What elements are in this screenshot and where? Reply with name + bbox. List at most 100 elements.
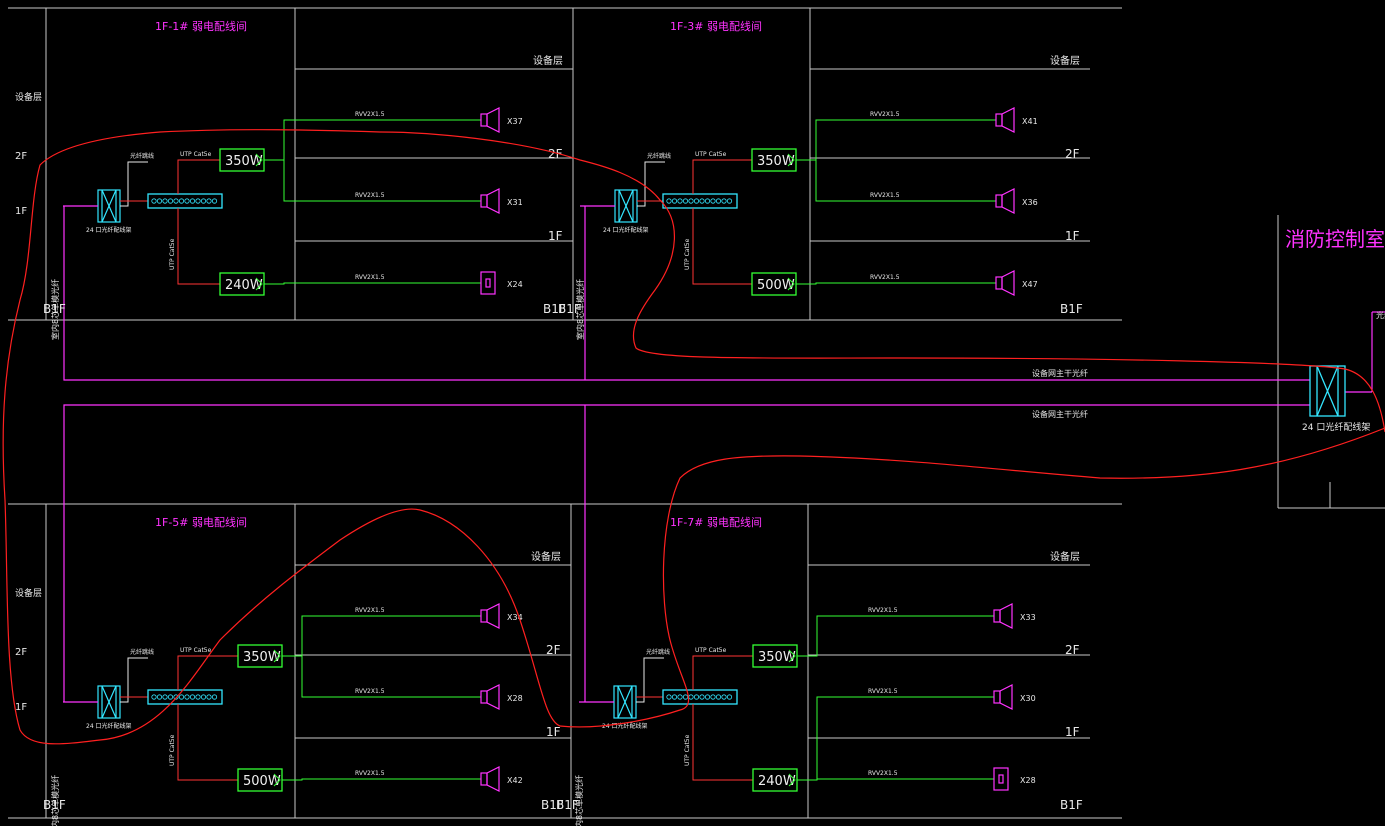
utp-label-vertical: UTP Cat5e [684, 734, 691, 766]
speaker-cable [797, 615, 994, 657]
utp-label: UTP Cat5e [180, 647, 212, 654]
backbone-fiber [63, 206, 1385, 702]
amplifier-label: 350W [758, 650, 796, 665]
left-floor-1f: 1F [15, 702, 27, 713]
switch-icon [662, 193, 738, 209]
speaker-cable [264, 159, 481, 202]
odf-icon [614, 189, 638, 223]
backbone-lower-label: 设备网主干光纤 [1032, 409, 1088, 419]
speaker-id: X36 [1022, 198, 1038, 207]
cable-label: RVV2X1.5 [870, 192, 900, 199]
patch-cord [636, 657, 664, 703]
utp-to-amp-2 [177, 704, 238, 781]
fire-control-edge-label: 光纤 [1376, 310, 1385, 320]
fire-control-title: 消防控制室 [1285, 227, 1385, 251]
patch-label: 光纤跳线 [646, 648, 670, 656]
odf-icon [97, 189, 121, 223]
cable-label: RVV2X1.5 [868, 770, 898, 777]
riser-fiber-label: 室内8芯单模光纤 [50, 775, 60, 826]
switch-icon [147, 193, 223, 209]
riser-fiber-label: 室内8芯单模光纤 [574, 775, 584, 826]
utp-label-vertical: UTP Cat5e [684, 238, 691, 270]
speaker-id: X31 [507, 198, 523, 207]
utp-to-amp-1 [692, 655, 753, 690]
room-panel: 1F-1# 弱电配线间设备层2F1FB1FB1F设备层2F1F室内8芯单模光纤2… [15, 19, 566, 340]
floor-label-2f: 2F [546, 643, 561, 657]
speaker-horn-icon [995, 188, 1015, 214]
utp-to-amp-2 [692, 704, 753, 781]
backbone-upper-label: 设备网主干光纤 [1032, 368, 1088, 378]
speaker-box-icon [993, 767, 1009, 791]
speaker-cable [796, 159, 996, 202]
amplifier: 500W [751, 272, 797, 296]
speaker-id: X34 [507, 613, 523, 622]
utp-label: UTP Cat5e [180, 151, 212, 158]
speaker-cable [264, 282, 481, 285]
floor-label-b1f: B1F [558, 302, 581, 316]
room-title: 1F-5# 弱电配线间 [155, 515, 247, 529]
odf-label: 24 口光纤配线架 [86, 226, 132, 234]
cable-label: RVV2X1.5 [868, 607, 898, 614]
riser-fiber-label: 室内8芯单模光纤 [575, 279, 585, 340]
speaker-cable [796, 119, 996, 161]
patch-cord [120, 657, 148, 703]
left-floor-equip: 设备层 [15, 91, 42, 103]
amplifier: 240W [219, 272, 265, 296]
amplifier: 350W [219, 148, 265, 172]
speaker-id: X37 [507, 117, 523, 126]
amplifier: 350W [751, 148, 797, 172]
speaker-horn-icon [480, 188, 500, 214]
rooms-layer: 1F-1# 弱电配线间设备层2F1FB1FB1F设备层2F1F室内8芯单模光纤2… [15, 19, 1083, 826]
speaker-cable [282, 655, 481, 698]
cable-label: RVV2X1.5 [355, 111, 385, 118]
left-floor-equip: 设备层 [15, 587, 42, 599]
speaker-horn-icon [993, 603, 1013, 629]
amplifier: 350W [237, 644, 283, 668]
fire-control-odf-label: 24 口光纤配线架 [1302, 421, 1370, 433]
markup-cloud-lines [2, 129, 1385, 745]
speaker-cable [264, 119, 481, 161]
cable-label: RVV2X1.5 [870, 274, 900, 281]
floor-label-b1f: B1F [43, 798, 66, 812]
speaker-id: X30 [1020, 694, 1036, 703]
speaker-horn-icon [480, 603, 500, 629]
switch-icon [147, 689, 223, 705]
cable-label: RVV2X1.5 [868, 688, 898, 695]
speaker-id: X28 [1020, 776, 1036, 785]
patch-cord [120, 161, 148, 207]
cable-label: RVV2X1.5 [355, 688, 385, 695]
utp-label-vertical: UTP Cat5e [169, 238, 176, 270]
speaker-horn-icon [995, 270, 1015, 296]
floor-label-b1f: B1F [556, 798, 579, 812]
speaker-id: X24 [507, 280, 523, 289]
floor-label-b1f: B1F [1060, 302, 1083, 316]
floor-label-2f: 2F [548, 147, 563, 161]
floor-label-1f: 1F [546, 725, 561, 739]
odf-icon [613, 685, 637, 719]
floor-label-b1f: B1F [1060, 798, 1083, 812]
cable-label: RVV2X1.5 [355, 274, 385, 281]
floor-label-equip: 设备层 [531, 550, 561, 563]
floor-label-1f: 1F [548, 229, 563, 243]
speaker-id: X41 [1022, 117, 1038, 126]
utp-to-amp-2 [177, 208, 220, 285]
speaker-id: X28 [507, 694, 523, 703]
floor-label-b1f: B1F [543, 302, 566, 316]
floor-label-equip: 设备层 [1050, 54, 1080, 67]
speaker-horn-icon [480, 684, 500, 710]
utp-label: UTP Cat5e [695, 151, 727, 158]
floor-label-b1f: B1F [43, 302, 66, 316]
amplifier-label: 240W [225, 278, 263, 293]
utp-to-amp-2 [692, 208, 752, 285]
speaker-id: X33 [1020, 613, 1036, 622]
odf-label: 24 口光纤配线架 [602, 722, 648, 730]
utp-to-amp-1 [177, 655, 238, 690]
patch-label: 光纤跳线 [130, 648, 154, 656]
utp-label-vertical: UTP Cat5e [169, 734, 176, 766]
room-title: 1F-1# 弱电配线间 [155, 19, 247, 33]
patch-label: 光纤跳线 [130, 152, 154, 160]
amplifier-label: 350W [243, 650, 281, 665]
floor-label-1f: 1F [1065, 229, 1080, 243]
